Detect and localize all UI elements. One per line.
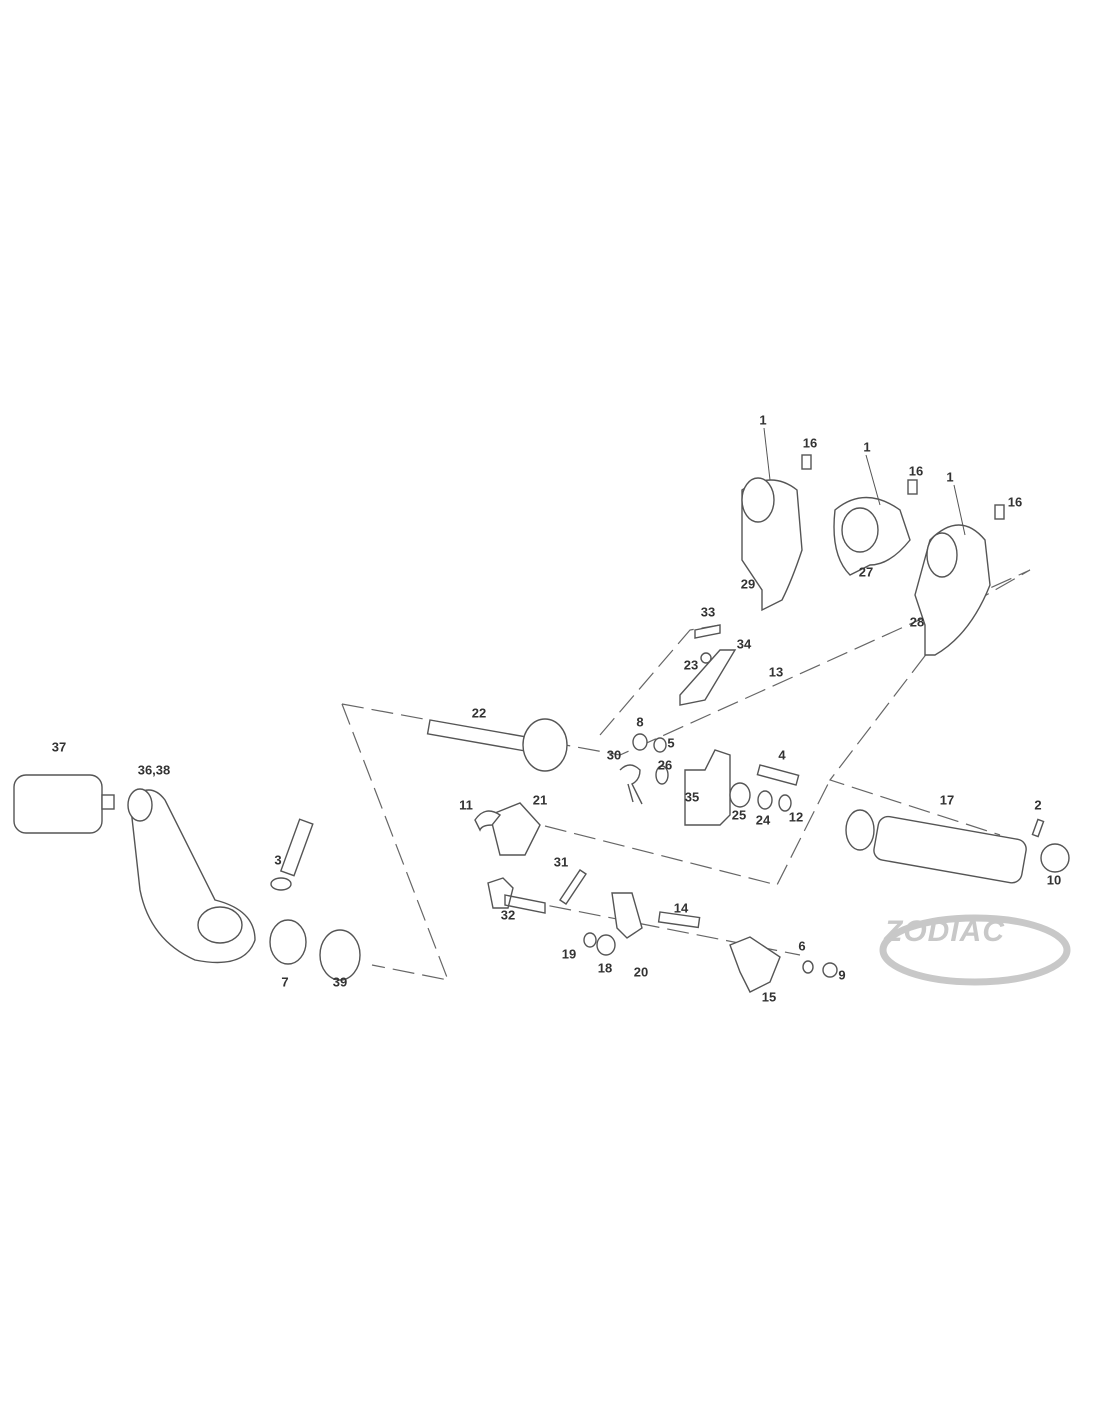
- callout: 16: [1007, 494, 1023, 510]
- callout: 29: [740, 576, 756, 592]
- shift-fork-29: [741, 427, 812, 612]
- spring-31: [559, 869, 587, 905]
- callout: 1: [863, 439, 871, 455]
- nut-9: [822, 962, 838, 978]
- clip-12: [778, 794, 792, 812]
- assembly-line-pivot: [519, 899, 801, 956]
- callout: 17: [939, 792, 955, 808]
- pin-2: [1031, 818, 1045, 838]
- callout: 11: [459, 797, 473, 813]
- lever-20: [611, 892, 643, 939]
- nut-8: [632, 733, 648, 751]
- assembly-line-middle: [544, 779, 831, 886]
- callout: 4: [778, 747, 786, 763]
- callout: 33: [700, 604, 716, 620]
- callout: 24: [755, 812, 771, 828]
- bushing-25: [729, 782, 751, 808]
- shift-pedal-37: [13, 774, 115, 834]
- washer-3: [270, 877, 292, 891]
- callout: 22: [471, 705, 487, 721]
- callout: 12: [788, 809, 804, 825]
- washer-23: [700, 652, 712, 664]
- plate-21: [489, 802, 541, 856]
- pin-14: [657, 911, 701, 929]
- callout: 9: [838, 967, 846, 983]
- spacer-7: [269, 919, 307, 965]
- washer-6: [802, 960, 814, 974]
- callout: 6: [798, 938, 806, 954]
- screw-1c: [953, 484, 966, 536]
- washer-24: [757, 790, 773, 810]
- spacer-39: [319, 929, 361, 981]
- zodiac-logo: ZODIAC: [884, 915, 1005, 948]
- callout: 28: [909, 614, 925, 630]
- clip-19: [583, 932, 597, 948]
- callout: 16: [802, 435, 818, 451]
- callout: 13: [768, 664, 784, 680]
- callout: 1: [946, 469, 954, 485]
- callout: 34: [736, 636, 752, 652]
- shift-fork-28: [914, 504, 1005, 656]
- roller-18: [596, 934, 616, 956]
- callout: 27: [858, 564, 874, 580]
- shifter-shaft-22: [426, 718, 568, 772]
- callout: 23: [683, 657, 699, 673]
- callout: 16: [908, 463, 924, 479]
- callout: 7: [281, 974, 289, 990]
- bolt-3: [279, 818, 314, 877]
- clip-11: [474, 810, 502, 832]
- callout: 25: [731, 807, 747, 823]
- callout: 20: [633, 964, 649, 980]
- shift-fork-27: [833, 479, 918, 576]
- callout: 37: [51, 739, 67, 755]
- screw-1b: [865, 454, 881, 506]
- pawl-15: [729, 936, 781, 993]
- assembly-line-main: [341, 569, 1031, 836]
- callout: 30: [606, 747, 622, 763]
- callout: 14: [673, 900, 689, 916]
- callout: 26: [657, 757, 673, 773]
- callout: 39: [332, 974, 348, 990]
- callout: 8: [636, 714, 644, 730]
- callout: 15: [761, 989, 777, 1005]
- washer-5: [653, 737, 667, 753]
- shift-lever-36-38: [127, 788, 256, 964]
- stud-4: [756, 764, 800, 786]
- callout: 21: [532, 792, 548, 808]
- callout: 3: [274, 852, 282, 868]
- callout: 36,38: [137, 762, 171, 778]
- logo-ellipse: [879, 914, 1071, 986]
- shift-drum-17: [845, 809, 1070, 884]
- callout: 18: [597, 960, 613, 976]
- washer-26: [655, 765, 669, 785]
- pin-32: [487, 877, 546, 914]
- plate-35: [684, 749, 731, 826]
- callout: 32: [500, 907, 516, 923]
- spring-33: [694, 624, 721, 639]
- spring-30: [619, 764, 643, 805]
- callout: 35: [684, 789, 700, 805]
- callout: 2: [1034, 797, 1042, 813]
- callout: 19: [561, 946, 577, 962]
- pawl-34: [679, 649, 737, 706]
- callout: 5: [667, 735, 675, 751]
- assembly-line-lower: [341, 703, 449, 981]
- callout: 10: [1046, 872, 1062, 888]
- callout: 31: [553, 854, 569, 870]
- callout: 1: [759, 412, 767, 428]
